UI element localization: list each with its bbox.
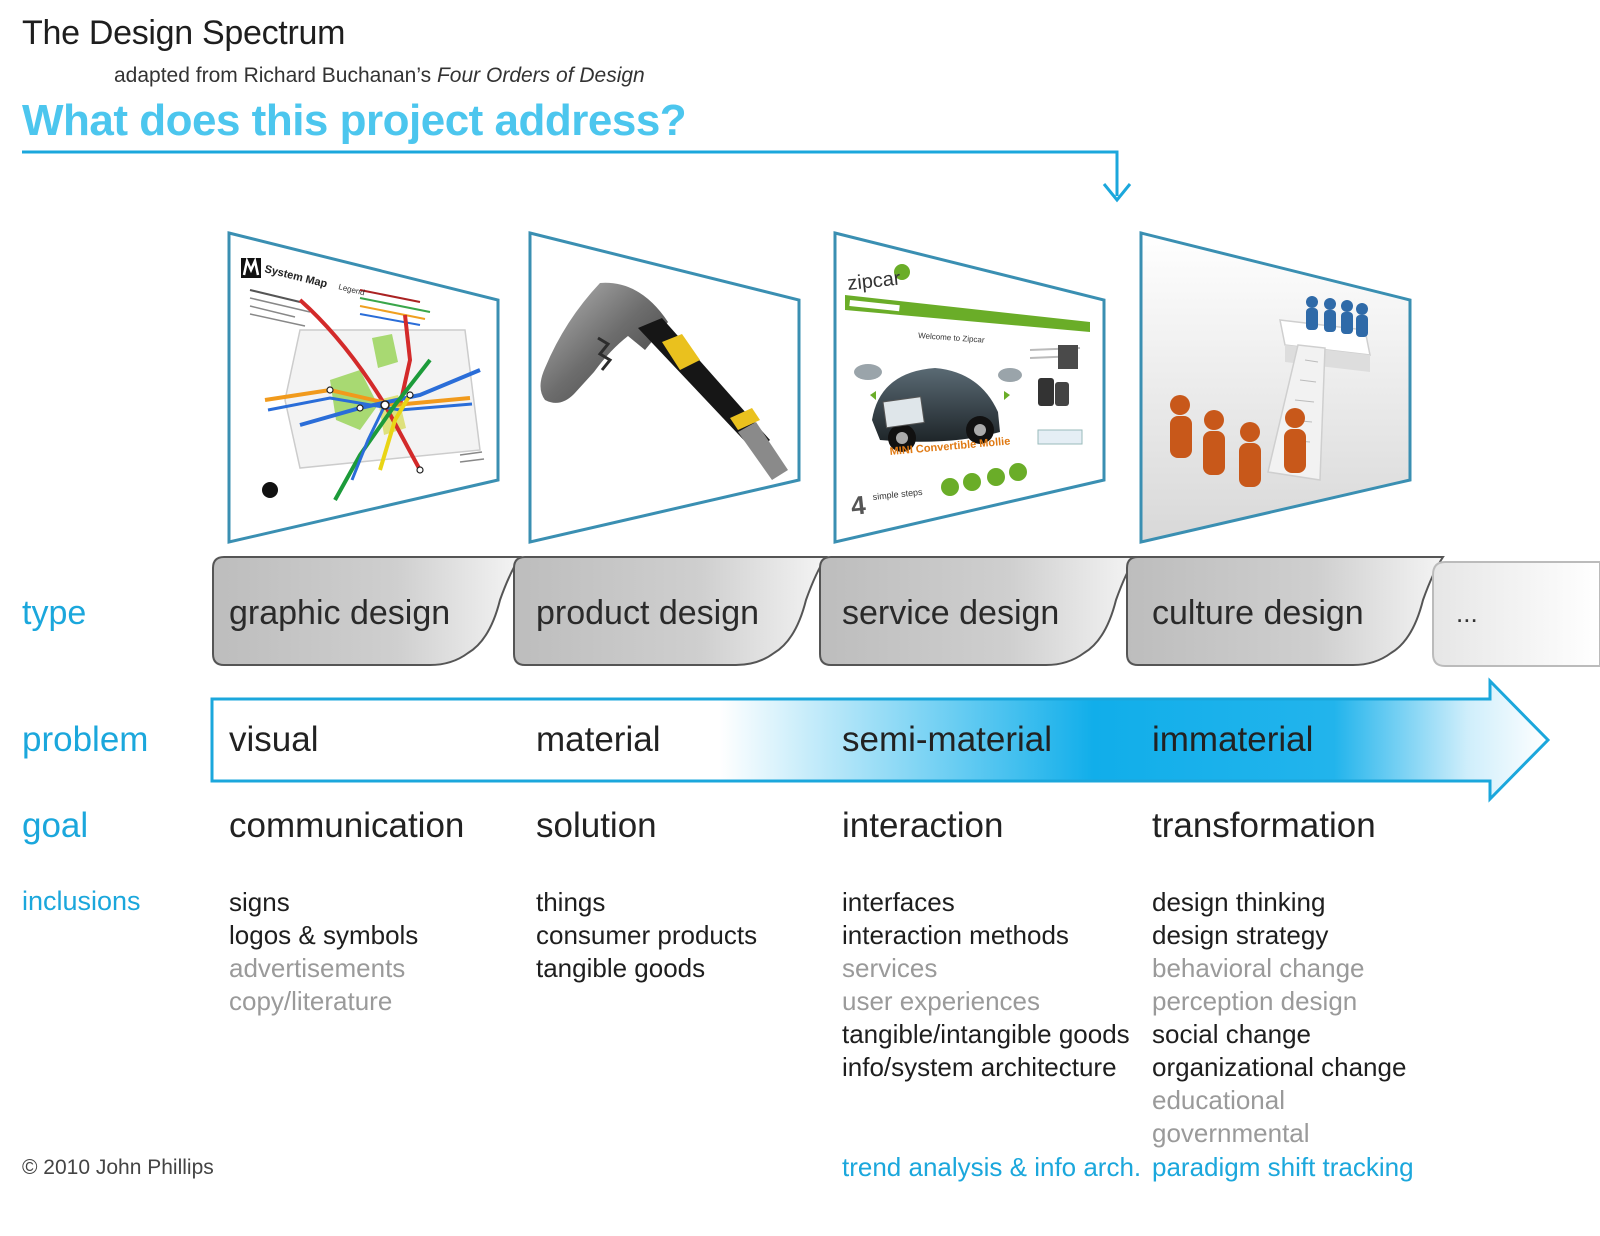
problem-material: material <box>536 720 661 759</box>
inclusion-item: governmental <box>1152 1118 1310 1148</box>
goal-transformation: transformation <box>1152 806 1376 845</box>
diagram-title: The Design Spectrum <box>22 14 346 52</box>
tab-shape-graphic <box>212 556 522 666</box>
inclusion-item: consumer products <box>536 920 758 950</box>
footnote-paradigm-shift: paradigm shift tracking <box>1152 1152 1414 1182</box>
header-flow-arrow <box>22 150 1132 203</box>
row-label-inclusions: inclusions <box>22 886 141 916</box>
row-label-problem: problem <box>22 720 149 759</box>
type-culture-design: culture design <box>1152 594 1364 632</box>
type-tabs-row <box>212 556 1600 667</box>
inclusion-item: tangible goods <box>536 953 706 983</box>
inclusion-item: interfaces <box>842 887 955 917</box>
inclusion-item: educational <box>1152 1085 1285 1115</box>
inclusion-item: organizational change <box>1152 1052 1407 1082</box>
goal-interaction: interaction <box>842 806 1004 845</box>
type-service-design: service design <box>842 594 1060 632</box>
inclusion-item: services <box>842 953 938 983</box>
problem-visual: visual <box>229 720 319 759</box>
subtitle-work-title: Four Orders of Design <box>436 64 645 87</box>
inclusion-item: behavioral change <box>1152 953 1365 983</box>
zipcar-website-image: zipcar Welcome to Zipcar MINI Convertibl… <box>833 231 1106 544</box>
inclusion-item: advertisements <box>229 953 406 983</box>
tab-shape-more <box>1432 561 1600 667</box>
inclusion-item: info/system architecture <box>842 1052 1117 1082</box>
inclusions-list-service: interfaces interaction methods services … <box>842 886 1130 1084</box>
inclusion-item: logos & symbols <box>229 920 419 950</box>
tab-shape-product <box>513 556 828 666</box>
culture-people-image <box>1139 231 1412 544</box>
tab-shape-culture <box>1126 556 1445 666</box>
inclusion-item: social change <box>1152 1019 1311 1049</box>
project-question: What does this project address? <box>22 96 687 145</box>
inclusion-item: interaction methods <box>842 920 1069 950</box>
problem-immaterial: immaterial <box>1152 720 1314 759</box>
inclusion-item: signs <box>229 887 290 917</box>
inclusions-list-graphic: signs logos & symbols advertisements cop… <box>229 886 418 1018</box>
inclusion-item: things <box>536 887 606 917</box>
zipcar-steps-number: 4 <box>849 490 867 521</box>
tab-shape-service <box>819 556 1138 666</box>
inclusion-item: tangible/intangible goods <box>842 1019 1130 1049</box>
inclusion-item: copy/literature <box>229 986 393 1016</box>
inclusion-item: design thinking <box>1152 887 1326 917</box>
goal-communication: communication <box>229 806 465 845</box>
inclusion-item: user experiences <box>842 986 1040 1016</box>
row-label-type: type <box>22 594 87 632</box>
hammer-tool-image <box>528 231 801 544</box>
inclusions-list-culture: design thinking design strategy behavior… <box>1152 886 1406 1150</box>
type-graphic-design: graphic design <box>229 594 451 632</box>
inclusion-item: perception design <box>1152 986 1358 1016</box>
type-product-design: product design <box>536 594 760 632</box>
inclusion-item: design strategy <box>1152 920 1329 950</box>
problem-semi-material: semi-material <box>842 720 1053 759</box>
goal-solution: solution <box>536 806 657 845</box>
type-more-ellipsis: ... <box>1456 598 1478 628</box>
subtitle-prefix: adapted from Richard Buchanan’s <box>114 64 437 87</box>
copyright-notice: © 2010 John Phillips <box>22 1156 214 1179</box>
problem-spectrum-arrow <box>210 677 1551 803</box>
system-map-image: System Map Legend <box>227 231 500 544</box>
diagram-subtitle: adapted from Richard Buchanan’s Four Ord… <box>114 64 645 88</box>
inclusions-list-product: things consumer products tangible goods <box>536 886 757 985</box>
row-label-goal: goal <box>22 806 89 845</box>
footnote-trend-analysis: trend analysis & info arch. <box>842 1152 1142 1182</box>
